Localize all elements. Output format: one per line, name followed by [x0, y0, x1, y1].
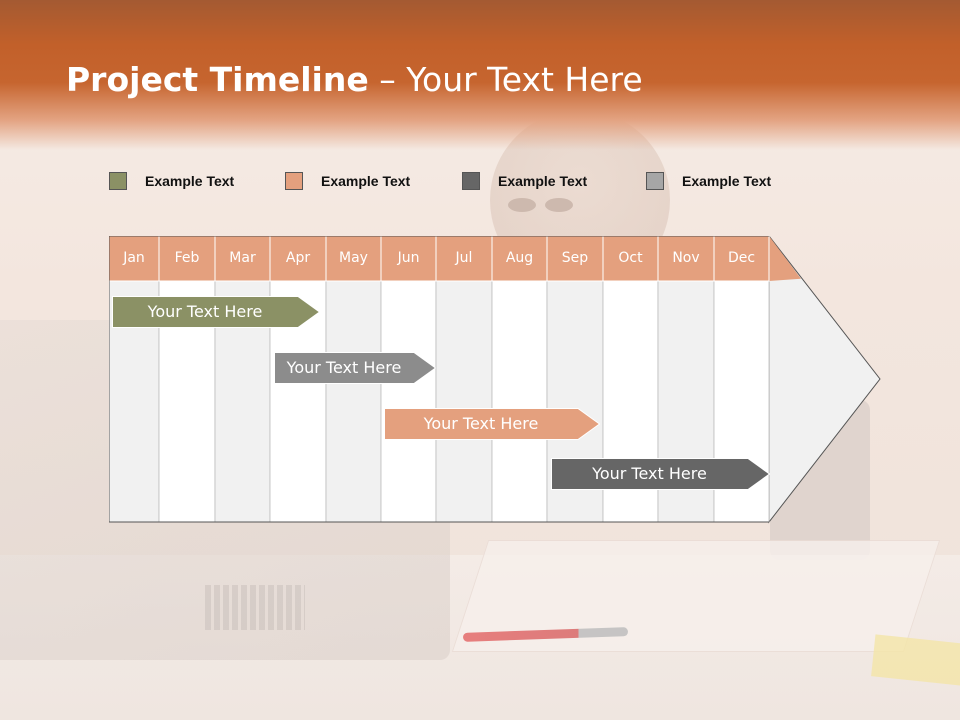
legend-label: Example Text: [682, 173, 772, 189]
month-header-cell: [546, 236, 604, 282]
legend-swatch: [646, 172, 664, 190]
month-header-cell: [158, 236, 216, 282]
month-label-sep: Sep: [561, 250, 589, 266]
title-rest: – Your Text Here: [368, 60, 643, 99]
legend-label: Example Text: [498, 173, 588, 189]
month-header-cell: [713, 236, 770, 282]
legend-swatch: [285, 172, 303, 190]
legend-item-1: Example Text: [109, 170, 234, 192]
task-bar-1[interactable]: Your Text Here: [112, 296, 320, 328]
month-label-aug: Aug: [505, 250, 534, 266]
task-bar-label: Your Text Here: [286, 358, 402, 377]
task-bar-shape: [384, 408, 600, 440]
month-header-cell: [325, 236, 382, 282]
task-bar-label: Your Text Here: [592, 464, 707, 483]
month-header-cell: [657, 236, 715, 282]
month-label-jul: Jul: [455, 250, 473, 266]
timeline-column: [491, 280, 548, 523]
month-header-cell: [109, 236, 160, 282]
month-label-may: May: [339, 250, 368, 266]
month-label-feb: Feb: [174, 250, 200, 266]
legend-swatch: [109, 172, 127, 190]
month-header-cell: [380, 236, 437, 282]
timeline-border: [109, 236, 769, 523]
timeline: Jan Feb Mar Apr May Jun Jul Aug Sep Oct Nov Dec You…: [109, 236, 884, 526]
timeline-column: [325, 280, 382, 523]
task-bar-3[interactable]: Your Text Here: [384, 408, 600, 440]
month-label-jun: Jun: [397, 250, 420, 266]
month-label-mar: Mar: [229, 250, 256, 266]
task-bar-2[interactable]: Your Text Here: [274, 352, 436, 384]
legend-item-4: Example Text: [646, 170, 771, 192]
month-label-jan: Jan: [123, 250, 145, 266]
month-label-dec: Dec: [727, 250, 756, 266]
month-label-oct: Oct: [618, 250, 643, 266]
legend-item-3: Example Text: [462, 170, 587, 192]
header-band: Project Timeline – Your Text Here: [0, 0, 960, 150]
legend-swatch: [462, 172, 480, 190]
timeline-column: [435, 280, 493, 523]
month-label-apr: Apr: [285, 250, 311, 266]
arrow-head-header: [769, 236, 801, 281]
eye-right: [545, 198, 573, 212]
legend-label: Example Text: [145, 173, 235, 189]
task-bar-label: Your Text Here: [423, 414, 539, 433]
laptop-keyboard: [205, 585, 305, 630]
timeline-arrow: [109, 236, 881, 524]
slide-title[interactable]: Project Timeline – Your Text Here: [66, 60, 643, 99]
legend-label: Example Text: [321, 173, 411, 189]
month-header-cell: [435, 236, 493, 282]
task-bar-4[interactable]: Your Text Here: [551, 458, 770, 490]
task-bar-label: Your Text Here: [147, 302, 263, 321]
timeline-column: [380, 280, 437, 523]
title-bold: Project Timeline: [66, 60, 369, 99]
month-header-cell: [491, 236, 548, 282]
task-bar-shape: [274, 352, 436, 384]
month-label-nov: Nov: [672, 250, 700, 266]
task-bar-shape: [112, 296, 320, 328]
task-bar-shape: [551, 458, 770, 490]
legend-item-2: Example Text: [285, 170, 410, 192]
eye-left: [508, 198, 536, 212]
